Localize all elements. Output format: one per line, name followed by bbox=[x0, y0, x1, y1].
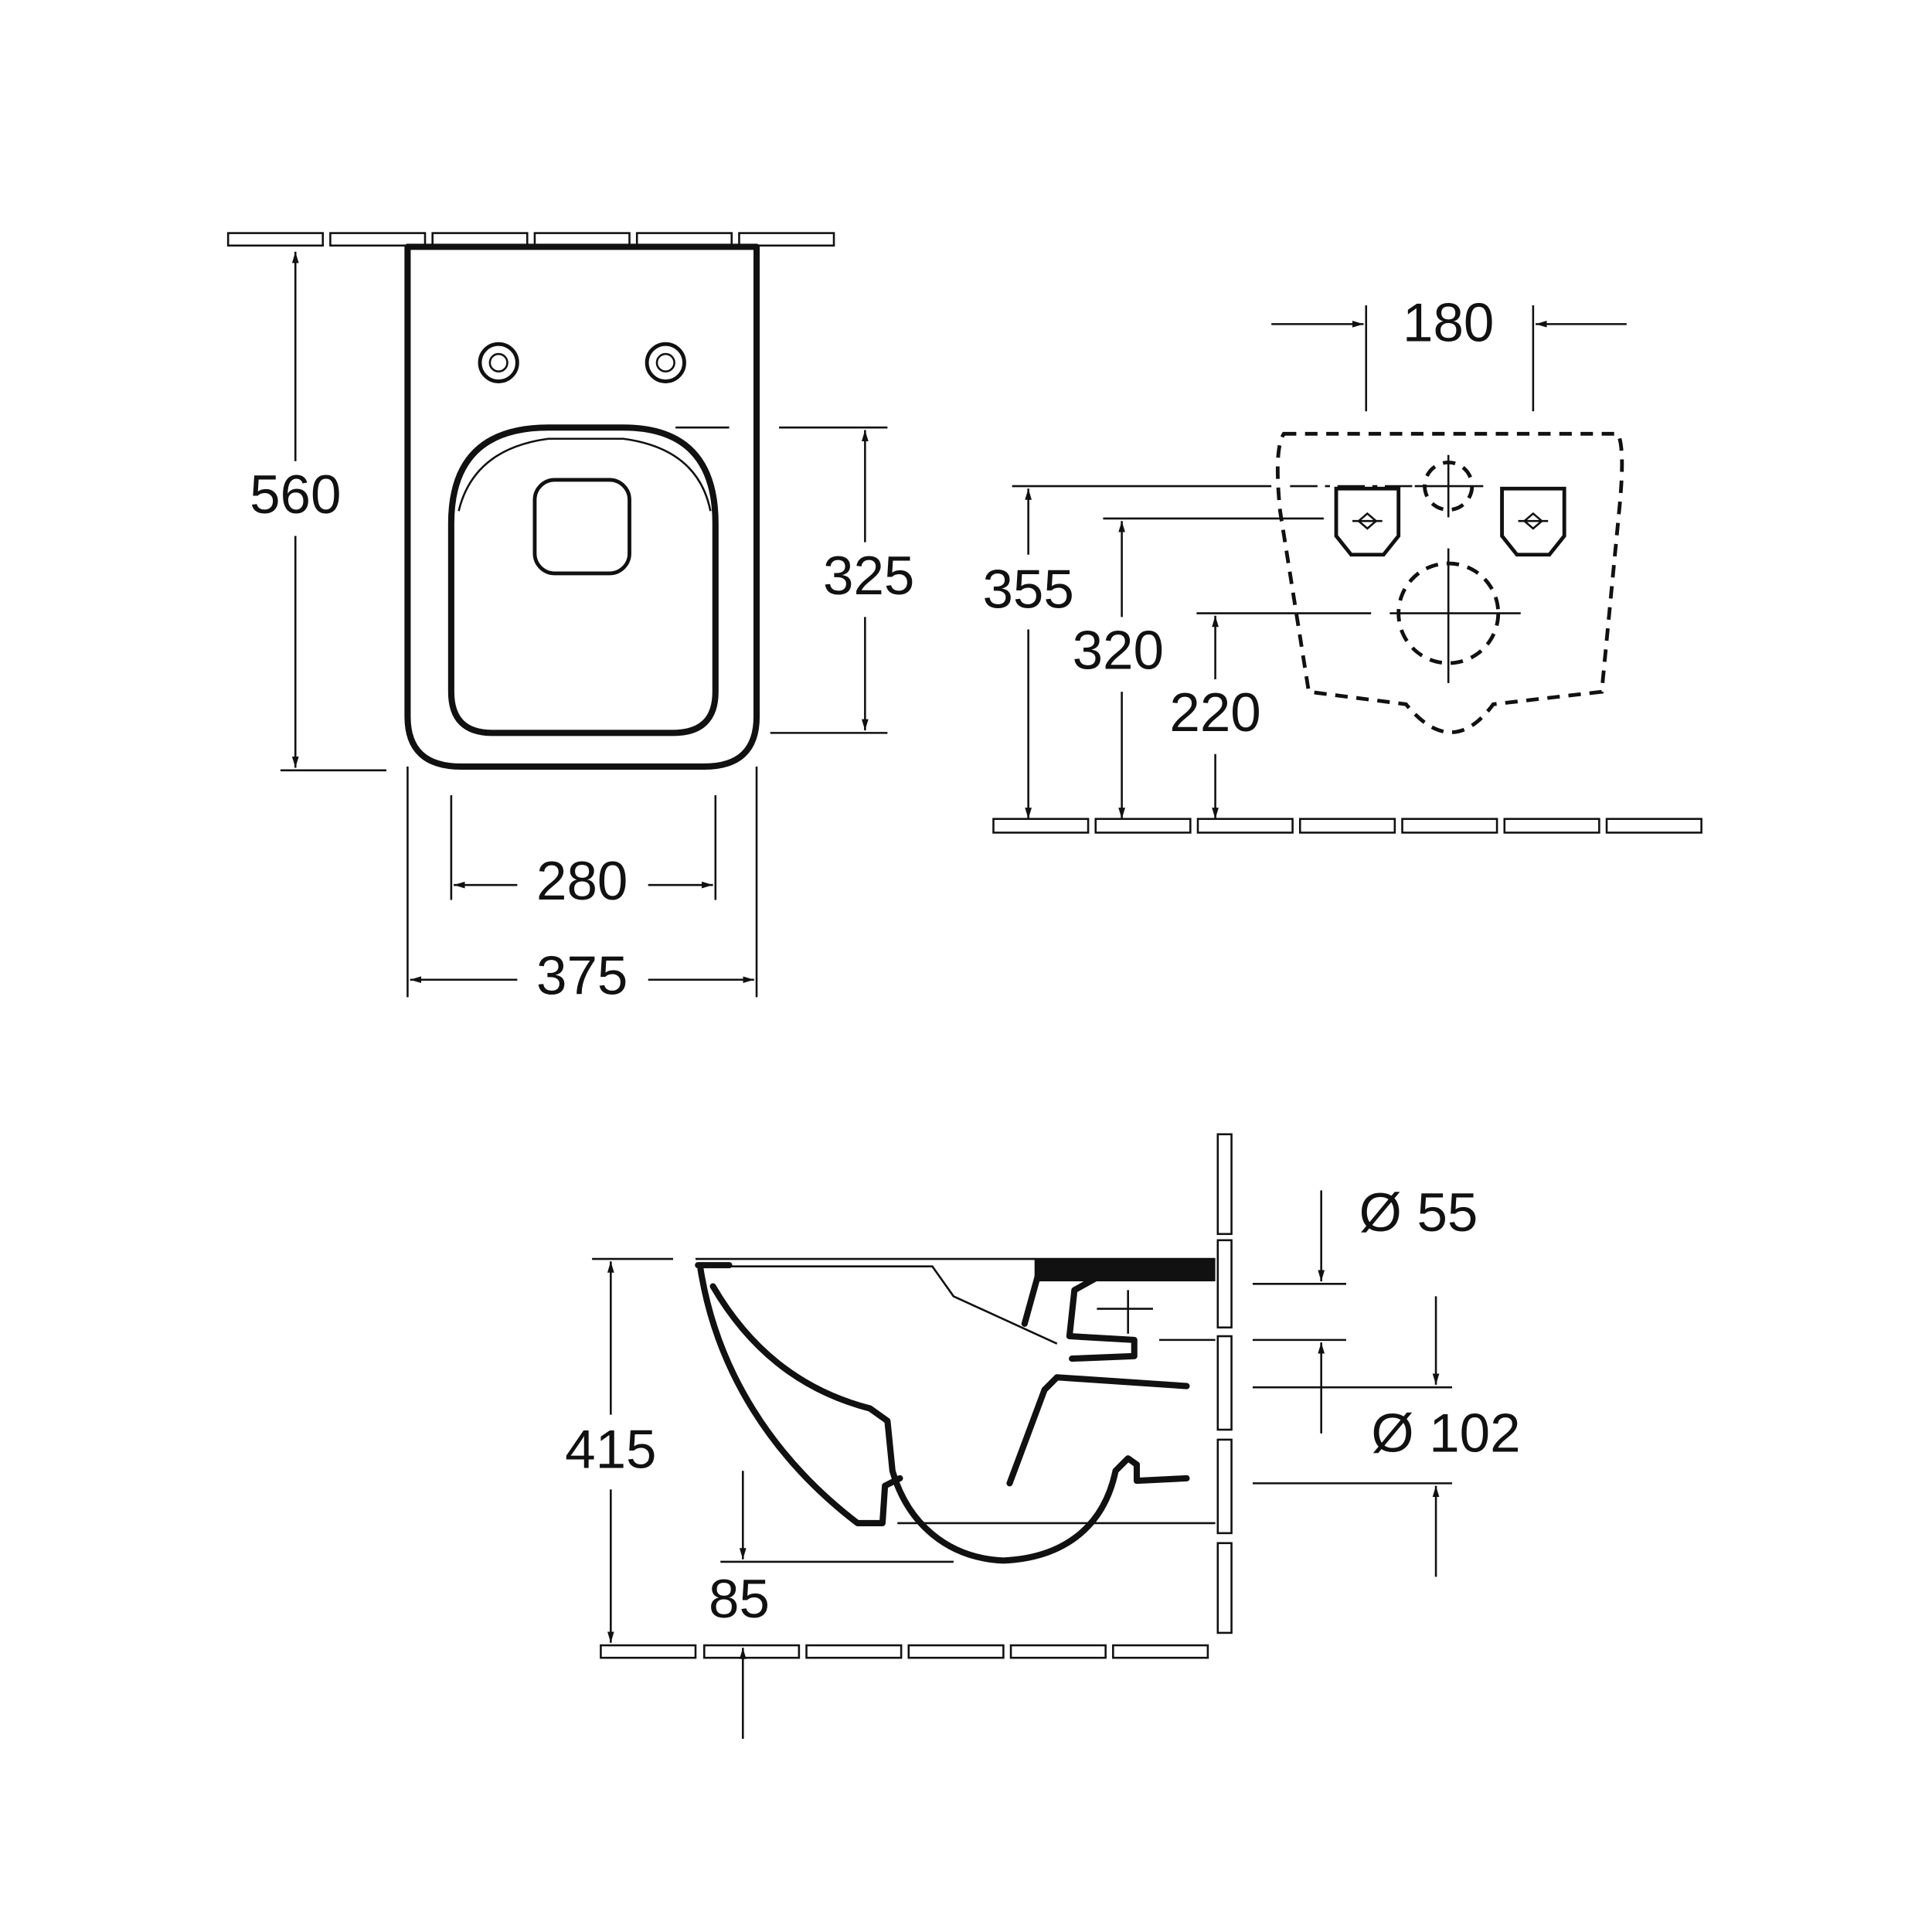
seat-outline bbox=[447, 424, 719, 736]
side-view: 415 85 Ø 55 Ø 102 bbox=[565, 1133, 1521, 1739]
inlet-and-outlet-centers bbox=[1389, 454, 1521, 683]
fixing-plates bbox=[1334, 486, 1566, 557]
rear-view: 180 355 320 220 bbox=[982, 292, 1702, 834]
dimension-seat-depth: 325 bbox=[823, 546, 914, 607]
dimension-length: 560 bbox=[250, 464, 341, 526]
floor-side bbox=[600, 1644, 1209, 1659]
wall-side bbox=[1216, 1133, 1233, 1634]
top-view: 560 325 280 375 bbox=[226, 232, 914, 1006]
dimension-fixing-spacing: 180 bbox=[1403, 292, 1494, 353]
dimension-fixing-height: 355 bbox=[982, 559, 1073, 620]
bowl-outline bbox=[404, 243, 760, 770]
dimension-height: 415 bbox=[565, 1419, 656, 1480]
dimension-outlet-diameter: Ø 102 bbox=[1371, 1403, 1520, 1464]
wall-top bbox=[226, 232, 835, 247]
floor-rear bbox=[992, 818, 1702, 834]
bowl-section bbox=[695, 1257, 1216, 1564]
dimension-inlet-height: 320 bbox=[1073, 621, 1164, 682]
dimension-inlet-diameter: Ø 55 bbox=[1359, 1182, 1478, 1243]
seat-lid-inset bbox=[532, 478, 631, 576]
dimension-overall-width: 375 bbox=[536, 945, 628, 1006]
dimension-seat-width: 280 bbox=[536, 851, 628, 912]
mounting-outline-dashed bbox=[1275, 431, 1624, 734]
dimension-floor-clearance: 85 bbox=[709, 1569, 770, 1630]
seat-hinge-holes bbox=[478, 342, 686, 383]
dimension-outlet-height: 220 bbox=[1169, 682, 1260, 743]
